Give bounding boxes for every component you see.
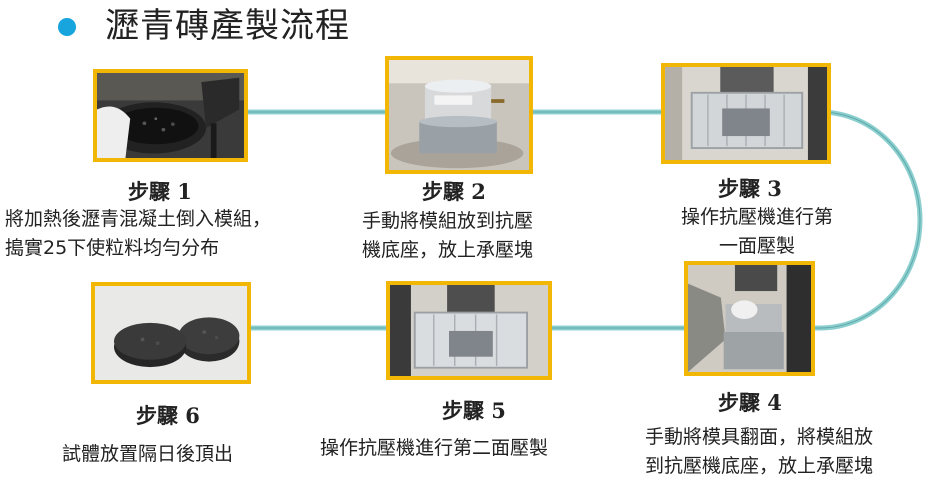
step-4-description: 手動將模具翻面，將模組放 到抗壓機底座，放上承壓塊 (645, 423, 873, 481)
step-3-photo (661, 63, 831, 164)
step-4-line-2: 到抗壓機底座，放上承壓塊 (645, 455, 874, 477)
step-2-line-1: 手動將模組放到抗壓 (362, 210, 534, 232)
step-2-line-2: 機底座，放上承壓塊 (362, 239, 534, 261)
page-title: 瀝青磚產製流程 (105, 6, 350, 46)
step-1-description: 將加熱後瀝青混凝土倒入模組， 搗實25下使粒料均勻分布 (5, 205, 271, 263)
step-3-line-1: 操作抗壓機進行第 (680, 206, 833, 228)
step-5-description: 操作抗壓機進行第二面壓製 (320, 434, 548, 463)
step-5-label: 步驟 5 (442, 398, 506, 423)
step-5-line-1: 操作抗壓機進行第二面壓製 (320, 437, 549, 459)
step-1-line-2: 搗實25下使粒料均勻分布 (5, 237, 220, 259)
step-6-line-1: 試體放置隔日後頂出 (62, 443, 234, 465)
step-2-description: 手動將模組放到抗壓 機底座，放上承壓塊 (362, 207, 533, 265)
step-3-description: 操作抗壓機進行第 一面壓製 (662, 203, 852, 261)
step-4-photo (684, 261, 815, 376)
step-6-description: 試體放置隔日後頂出 (62, 440, 233, 469)
step-2-photo (385, 56, 533, 174)
step-5-photo (386, 281, 552, 380)
step-1-label: 步驟 1 (128, 179, 192, 204)
step-4-line-1: 手動將模具翻面，將模組放 (645, 426, 874, 448)
step-6-label: 步驟 6 (136, 403, 200, 428)
step-1-line-1: 將加熱後瀝青混凝土倒入模組， (5, 208, 272, 230)
step-3-line-2: 一面壓製 (718, 235, 795, 257)
step-4-label: 步驟 4 (718, 390, 782, 415)
step-6-photo (91, 282, 251, 384)
step-3-label: 步驟 3 (718, 176, 782, 201)
title-bullet (58, 18, 76, 36)
step-1-photo (93, 69, 248, 162)
step-2-label: 步驟 2 (422, 179, 486, 204)
flow-connector-inner (240, 111, 921, 329)
